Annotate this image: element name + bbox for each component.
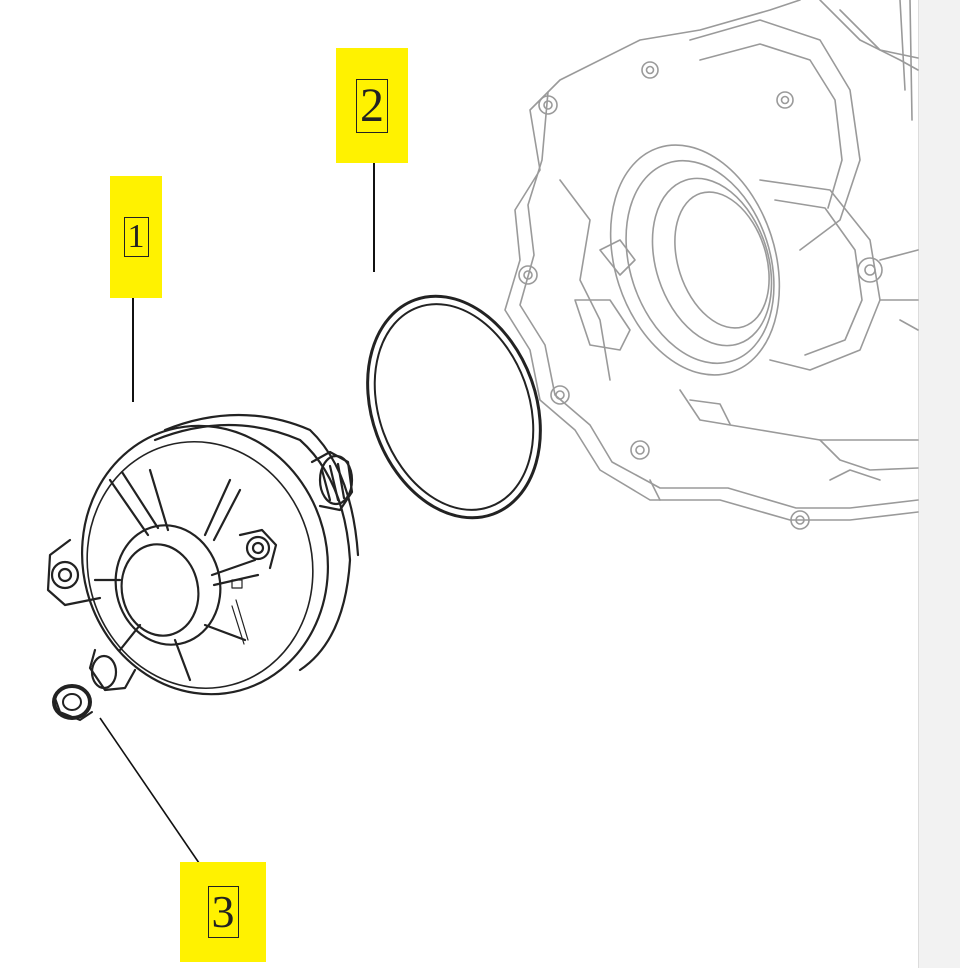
callout-2-label: 2: [356, 78, 388, 133]
engine-case-outline-icon: [504, 0, 919, 530]
pump-housing-cover-icon: [46, 413, 360, 696]
callout-1-label: 1: [123, 217, 149, 257]
o-ring-seal-icon: [366, 294, 542, 520]
small-seal-ring-icon: [52, 684, 93, 722]
leader-line-3: [99, 717, 213, 883]
callout-1: 1: [110, 176, 162, 298]
page-edge-strip: [918, 0, 960, 968]
callout-3-label: 3: [207, 886, 239, 938]
callout-3: 3: [180, 862, 266, 962]
callout-2: 2: [336, 48, 408, 163]
leader-lines: [99, 163, 375, 883]
